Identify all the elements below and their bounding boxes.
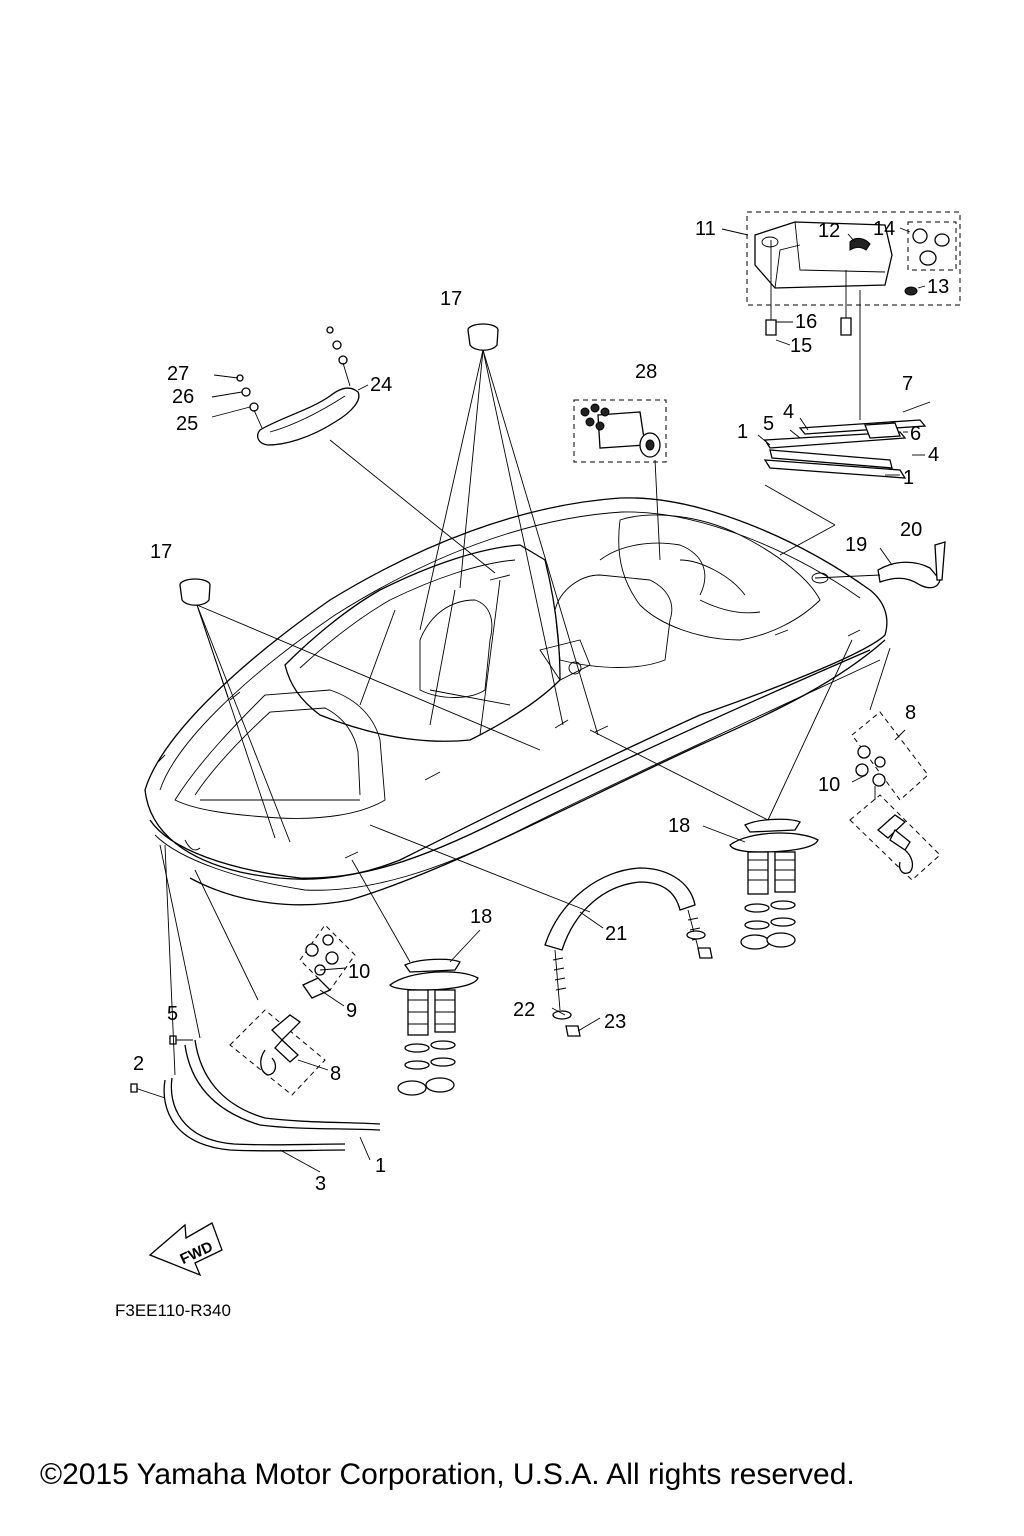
bow-eye-left [194, 869, 356, 1096]
callout-9: 9 [346, 1000, 357, 1022]
callout-19: 19 [845, 534, 867, 556]
callout-21: 21 [605, 923, 627, 945]
callout-11: 11 [695, 218, 716, 240]
callout-17b: 17 [150, 541, 172, 563]
callout-17a: 17 [440, 288, 462, 310]
callout-20: 20 [900, 519, 922, 541]
callout-4a: 4 [783, 401, 794, 423]
callout-5a: 5 [763, 413, 774, 435]
callout-16: 16 [795, 311, 817, 333]
fwd-label: FWD [177, 1238, 215, 1268]
callout-15: 15 [790, 335, 812, 357]
callout-5b: 5 [167, 1003, 178, 1025]
callout-28: 28 [635, 361, 657, 383]
callout-13: 13 [927, 276, 949, 298]
callout-10a: 10 [818, 774, 840, 796]
tow-eye [811, 541, 946, 589]
callout-7: 7 [902, 373, 913, 395]
grab-handle [236, 326, 496, 574]
callout-12: 12 [818, 220, 840, 242]
pylon-handle [369, 824, 713, 1037]
deck-rails [763, 401, 931, 556]
callout-1a: 1 [737, 421, 748, 443]
callout-18b: 18 [470, 906, 492, 928]
cleat-left [351, 859, 479, 1096]
callout-3: 3 [315, 1173, 326, 1195]
callout-22: 22 [513, 999, 535, 1021]
callout-1c: 1 [375, 1155, 386, 1177]
boat-hull [144, 497, 888, 906]
cup-holders [179, 323, 599, 843]
callout-27: 27 [167, 363, 189, 385]
callout-25: 25 [176, 413, 198, 435]
bow-eye-right [849, 647, 941, 881]
fwd-arrow-icon: FWD [148, 1222, 223, 1277]
callout-8b: 8 [330, 1063, 341, 1085]
callout-14: 14 [873, 218, 895, 240]
callout-6: 6 [910, 423, 921, 445]
figure-code: F3EE110-R340 [115, 1301, 231, 1320]
callout-18a: 18 [668, 815, 690, 837]
callout-10b: 10 [348, 961, 370, 983]
rub-rail-ends [130, 844, 381, 1152]
copyright-notice: ©2015 Yamaha Motor Corporation, U.S.A. A… [40, 1458, 855, 1491]
callout-24: 24 [370, 374, 392, 396]
callout-numbers: 11 12 14 13 16 15 7 6 4 4 5 1 1 17 17 28… [133, 218, 949, 1195]
callout-23: 23 [604, 1011, 626, 1033]
horn-assembly [573, 399, 667, 561]
callout-4b: 4 [928, 444, 939, 466]
callout-2: 2 [133, 1053, 144, 1075]
callout-26: 26 [172, 386, 194, 408]
cleat-right [589, 639, 853, 950]
callout-8a: 8 [905, 702, 916, 724]
callout-1b: 1 [903, 467, 914, 489]
tow-bracket-assembly [746, 211, 961, 420]
callout-leaders [211, 227, 926, 1173]
